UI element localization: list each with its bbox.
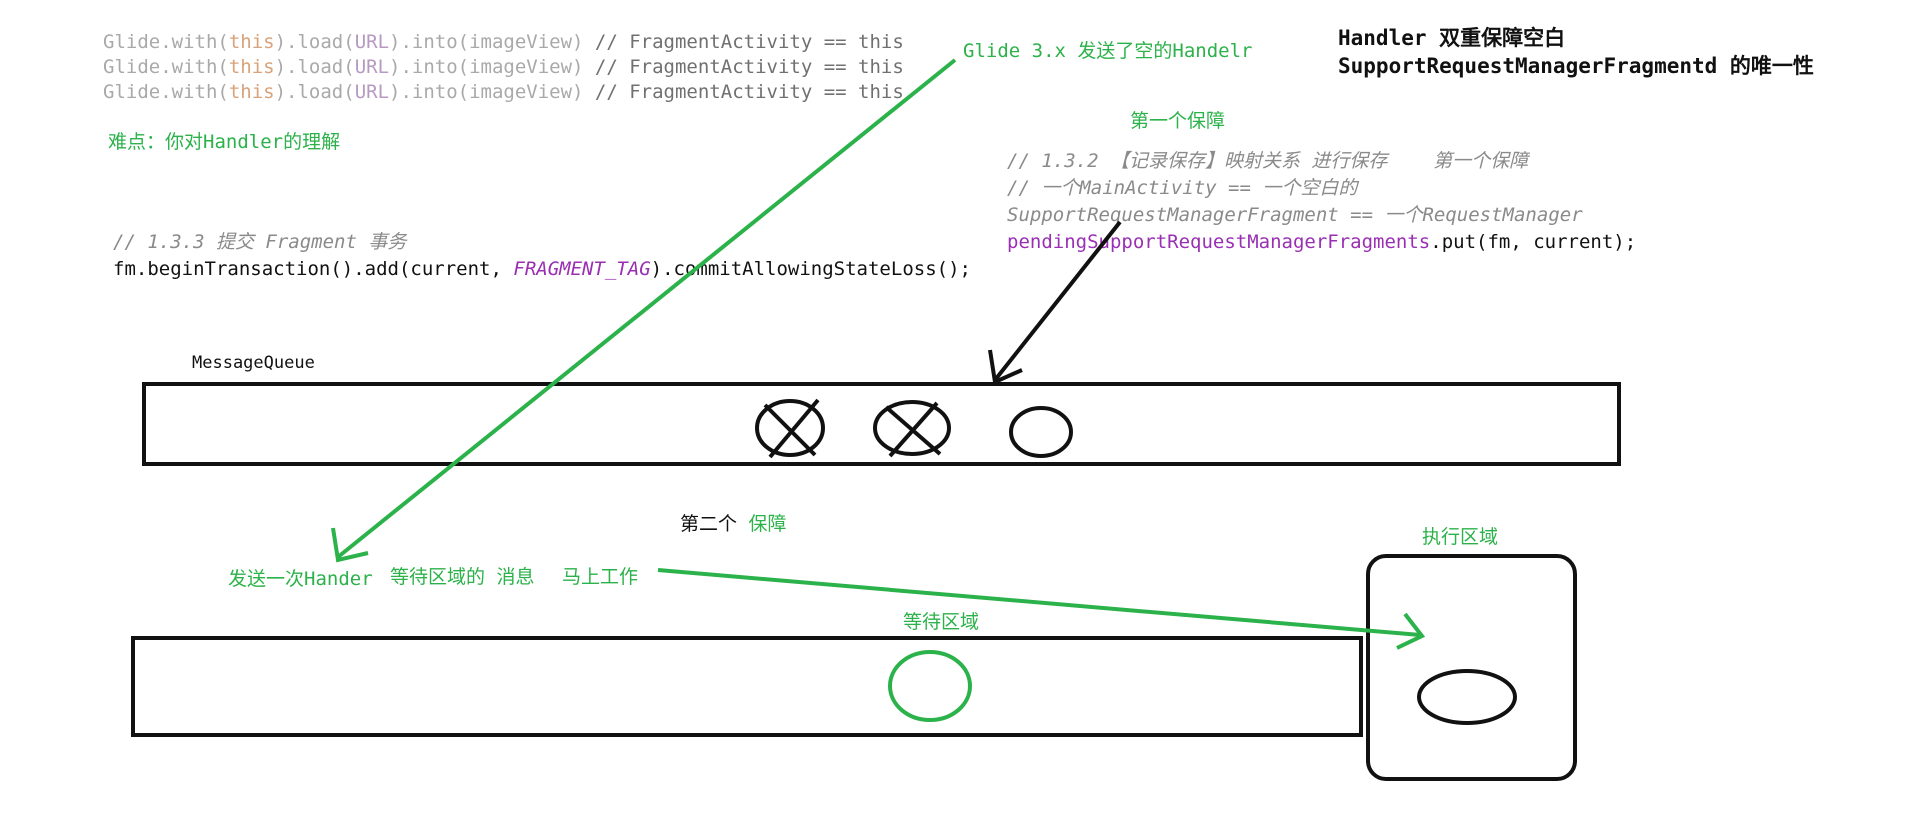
record-comment-1: // 1.3.2 【记录保存】映射关系 进行保存 第一个保障 xyxy=(1007,150,1529,172)
first-guarantee-arrowhead xyxy=(988,349,1023,385)
commit-comment: // 1.3.3 提交 Fragment 事务 xyxy=(113,231,407,253)
send-once-label: 发送一次Hander xyxy=(228,568,373,590)
first-guarantee-arrow xyxy=(993,220,1122,382)
executing-message xyxy=(1417,669,1517,725)
second-guarantee-label: 第二个 保障 xyxy=(680,513,787,535)
exec-area-label: 执行区域 xyxy=(1422,526,1499,548)
glide3x-label: Glide 3.x 发送了空的Handelr xyxy=(963,40,1253,62)
execution-area-box xyxy=(1366,554,1577,781)
glide-send-arrowhead xyxy=(331,527,369,563)
glide-code-line-1: Glide.with(this).load(URL).into(imageVie… xyxy=(103,31,904,53)
title-line-2: SupportRequestManagerFragmentd 的唯一性 xyxy=(1338,54,1814,78)
glide-code-line-2: Glide.with(this).load(URL).into(imageVie… xyxy=(103,56,904,78)
glide-send-arrow xyxy=(336,58,957,559)
work-now-arrowhead xyxy=(1396,612,1426,650)
message-queue-bar xyxy=(142,382,1621,466)
first-guarantee-label: 第一个保障 xyxy=(1130,110,1226,132)
difficulty-note: 难点：你对Handler的理解 xyxy=(108,131,341,153)
removed-message-2 xyxy=(873,400,951,458)
waiting-area-bar xyxy=(131,636,1363,737)
wait-area-label: 等待区域 xyxy=(903,611,980,633)
work-now-label: 马上工作 xyxy=(562,566,639,588)
record-comment-2: // 一个MainActivity == 一个空白的 xyxy=(1007,177,1358,199)
work-now-arrow xyxy=(657,568,1421,637)
record-put-line: pendingSupportRequestManagerFragments.pu… xyxy=(1007,231,1637,253)
title-line-1: Handler 双重保障空白 xyxy=(1338,26,1566,50)
wait-msg-label: 等待区域的 消息 xyxy=(390,566,535,588)
pending-message xyxy=(1009,406,1073,458)
record-comment-3: SupportRequestManagerFragment == 一个Reque… xyxy=(1007,204,1583,226)
message-queue-label: MessageQueue xyxy=(192,353,315,373)
waiting-message xyxy=(888,650,972,722)
removed-message-1 xyxy=(755,398,825,459)
commit-code-line: fm.beginTransaction().add(current, FRAGM… xyxy=(113,258,971,280)
glide-code-line-3: Glide.with(this).load(URL).into(imageVie… xyxy=(103,81,904,103)
